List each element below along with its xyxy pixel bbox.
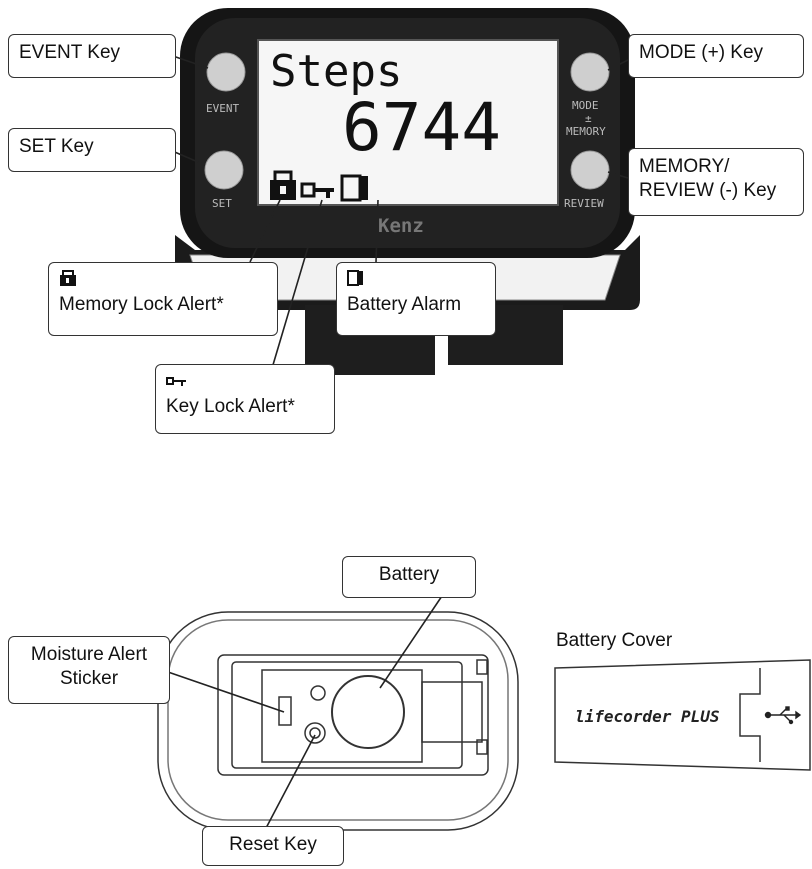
event-key-callout: EVENT Key (8, 34, 176, 78)
event-key-text: EVENT Key (19, 42, 121, 63)
battery-callout: Battery (342, 556, 476, 598)
event-label: EVENT (206, 102, 239, 115)
moisture-callout: Moisture Alert Sticker (8, 636, 170, 704)
memory-review-line2: REVIEW (-) Key (639, 180, 777, 201)
review-label: REVIEW (564, 197, 604, 210)
event-button[interactable] (206, 52, 246, 92)
back-outline (157, 611, 519, 831)
battery-alarm-text: Battery Alarm (347, 294, 462, 315)
battery-cover: lifecorder PLUS (554, 659, 811, 771)
set-button[interactable] (204, 150, 244, 190)
reset-key-text: Reset Key (229, 834, 317, 855)
moisture-line1: Moisture Alert (30, 644, 148, 665)
mode-label: MODE (572, 99, 599, 112)
plus-minus-label: ± (585, 112, 592, 125)
key-lock-callout: Key Lock Alert* (155, 364, 335, 434)
reset-key[interactable] (304, 722, 326, 744)
screen-value: 6744 (342, 89, 501, 166)
set-key-text: SET Key (19, 136, 94, 157)
pedometer-front: Steps 6744 EVENT SET MODE ± MEMORY REVIE… (175, 8, 640, 375)
lcd-screen (257, 39, 559, 206)
memory-lock-callout: Memory Lock Alert* (48, 262, 278, 336)
mode-key-text: MODE (+) Key (639, 42, 764, 63)
set-label: SET (212, 197, 232, 210)
leader-lines-top (249, 199, 379, 376)
pedometer-back (157, 611, 519, 831)
memory-review-key-callout: MEMORY/ REVIEW (-) Key (628, 148, 804, 216)
battery-cover-label: Battery Cover (556, 630, 673, 651)
mode-button[interactable] (570, 52, 610, 92)
memory-lock-text: Memory Lock Alert* (59, 294, 224, 315)
screen-title: Steps (270, 46, 402, 97)
cover-logo: lifecorder PLUS (575, 707, 720, 726)
key-lock-text: Key Lock Alert* (166, 396, 295, 417)
leader-lines-bottom (167, 54, 629, 831)
memory-lock-icon (59, 269, 267, 293)
key-lock-icon (166, 371, 324, 395)
review-button[interactable] (570, 150, 610, 190)
brand-logo: Kenz (378, 215, 424, 237)
reset-key-callout: Reset Key (202, 826, 344, 866)
memory-lock-lcd-icon (270, 170, 296, 200)
memory-label: MEMORY (566, 125, 606, 138)
battery-text: Battery (378, 564, 440, 585)
usb-icon (764, 706, 802, 725)
moisture-line2: Sticker (59, 668, 119, 689)
memory-review-line1: MEMORY/ (639, 156, 730, 177)
key-lock-lcd-icon (300, 182, 334, 198)
battery-lcd-icon (340, 174, 368, 202)
battery-alarm-icon (347, 269, 485, 293)
set-key-callout: SET Key (8, 128, 176, 172)
mode-key-callout: MODE (+) Key (628, 34, 804, 78)
battery-coin (331, 675, 405, 749)
battery-alarm-callout: Battery Alarm (336, 262, 496, 336)
